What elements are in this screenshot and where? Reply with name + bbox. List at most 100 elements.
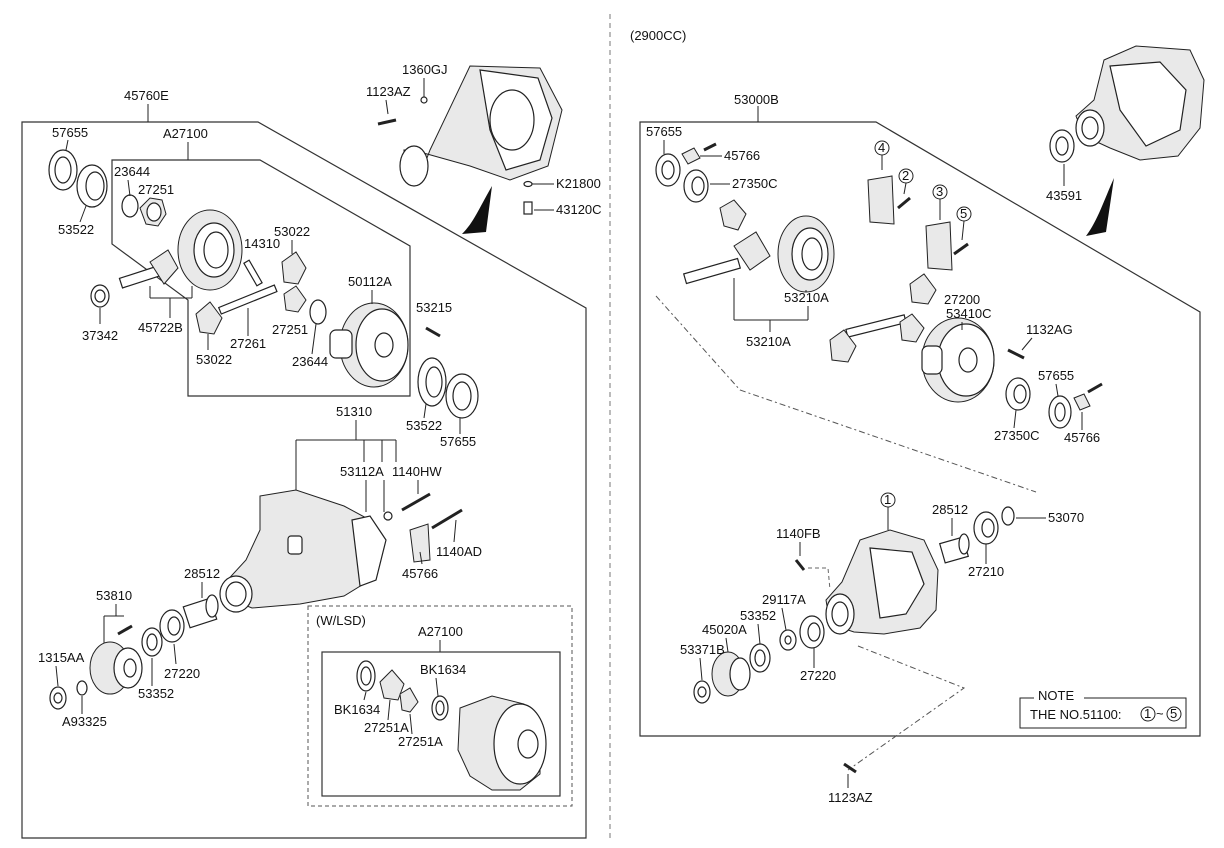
bolt-53215 <box>425 326 441 338</box>
label-1140hw: 1140HW <box>392 464 442 479</box>
label-1315aa: 1315AA <box>38 650 85 665</box>
ring-53070 <box>1001 506 1015 526</box>
gear-27251a-b <box>399 687 419 713</box>
label-27350c-r-a: 27350C <box>732 176 778 191</box>
pinion-gear-45722b <box>118 249 179 289</box>
label-53522-b: 53522 <box>406 418 442 433</box>
label-45766-r-a: 45766 <box>724 148 760 163</box>
alignment-line-top <box>655 295 1037 493</box>
label-53352-right: 53352 <box>740 608 776 623</box>
note-title: NOTE <box>1038 688 1074 703</box>
label-23644-a: 23644 <box>114 164 150 179</box>
label-1123az-left: 1123AZ <box>366 84 411 99</box>
label-27200: 27200 <box>944 292 980 307</box>
label-a93325: A93325 <box>62 714 107 729</box>
label-37342: 37342 <box>82 328 118 343</box>
label-43120c: 43120C <box>556 202 602 217</box>
sleeve-28512-left <box>182 594 219 629</box>
label-23644-b: 23644 <box>292 354 328 369</box>
note-range-end: 5 <box>1170 706 1177 721</box>
label-57655-r-b: 57655 <box>1038 368 1074 383</box>
bracket-45766-left <box>409 523 431 563</box>
label-45760e: 45760E <box>124 88 169 103</box>
label-27220-left: 27220 <box>164 666 200 681</box>
gear-bevel-top <box>719 199 747 231</box>
label-45722b: 45722B <box>138 320 183 335</box>
callout-5-group: 5 <box>953 206 972 256</box>
bolt-45766-right <box>1087 382 1103 394</box>
assembly-a27100-outline <box>111 159 411 397</box>
label-57655-a: 57655 <box>52 125 88 140</box>
gear-27251a-a <box>379 669 405 701</box>
label-27350c-r-b: 27350C <box>994 428 1040 443</box>
label-14310: 14310 <box>244 236 280 251</box>
ring-gear-53210a <box>777 215 835 293</box>
label-2900cc: (2900CC) <box>630 28 686 43</box>
washer-23644-top <box>121 194 139 218</box>
flange-53810 <box>89 641 143 695</box>
gear-53022-top <box>281 251 307 285</box>
label-27251a-a: 27251A <box>364 720 409 735</box>
label-53410c: 53410C <box>946 306 992 321</box>
callout-4-group: 4 <box>867 140 895 225</box>
note-range-sep: ~ <box>1156 706 1164 721</box>
label-bk1634-a: BK1634 <box>334 702 380 717</box>
label-a27100-lsd: A27100 <box>418 624 463 639</box>
bolt-1140fb <box>794 559 806 571</box>
svg-text:2: 2 <box>902 168 909 183</box>
label-53022-b: 53022 <box>196 352 232 367</box>
assembly-53000b-outline <box>639 121 1201 737</box>
note-box: NOTE THE NO.51100: 1 ~ 5 <box>1019 688 1187 729</box>
label-50112a: 50112A <box>348 274 392 289</box>
right-section: (2900CC) 43591 53000B 57655 45766 27350C <box>630 28 1205 805</box>
label-45020a: 45020A <box>702 622 747 637</box>
svg-text:1: 1 <box>884 492 891 507</box>
carrier-housing-51310 <box>219 489 387 613</box>
washer-23644-lower <box>309 299 327 325</box>
callout-1-group: 1 <box>880 492 896 530</box>
svg-text:3: 3 <box>936 184 943 199</box>
diff-case-50112a <box>329 302 409 388</box>
shaft-27261 <box>217 284 278 315</box>
pointer-arrow-right <box>1086 178 1114 236</box>
callout-2-group: 2 <box>897 168 914 210</box>
bolt-1140hw <box>401 492 431 512</box>
gear-side-mid <box>899 313 925 343</box>
alignment-line-bottom <box>847 645 966 771</box>
pointer-arrow-left <box>462 186 492 234</box>
bracket-45766-top <box>681 147 701 165</box>
label-k21800: K21800 <box>556 176 601 191</box>
bolt-53810 <box>117 624 133 636</box>
lsd-diff-case <box>457 695 547 791</box>
note-text: THE NO.51100: <box>1030 707 1122 722</box>
label-57655-r-a: 57655 <box>646 124 682 139</box>
seal-57655-top-left <box>48 149 78 191</box>
bracket-45766-right <box>1073 393 1091 411</box>
label-57655-b: 57655 <box>440 434 476 449</box>
washer-a93325 <box>76 680 88 696</box>
diff-case-27200 <box>921 317 995 403</box>
label-51310: 51310 <box>336 404 372 419</box>
ring-gear-45722b <box>177 209 243 291</box>
axle-housing-right <box>1075 45 1205 161</box>
note-range-start: 1 <box>1144 706 1151 721</box>
label-53022-a: 53022 <box>274 224 310 239</box>
bolt-1140ad <box>431 508 463 530</box>
label-1132ag: 1132AG <box>1026 322 1073 337</box>
label-1123az-right: 1123AZ <box>828 790 873 805</box>
pin-14310 <box>243 259 263 287</box>
label-27261: 27261 <box>230 336 266 351</box>
label-28512-right: 28512 <box>932 502 968 517</box>
label-53352-left: 53352 <box>138 686 174 701</box>
label-53210a-a: 53210A <box>784 290 829 305</box>
label-1140ad: 1140AD <box>436 544 482 559</box>
label-29117a: 29117A <box>762 592 806 607</box>
label-28512-left: 28512 <box>184 566 220 581</box>
bearing-53522-top-left <box>76 164 108 208</box>
label-53522-a: 53522 <box>58 222 94 237</box>
label-45766-left: 45766 <box>402 566 438 581</box>
callout-3-group: 3 <box>925 184 953 271</box>
label-a27100: A27100 <box>163 126 208 141</box>
label-w-lsd: (W/LSD) <box>316 613 366 628</box>
lsd-assembly-box <box>321 651 561 797</box>
